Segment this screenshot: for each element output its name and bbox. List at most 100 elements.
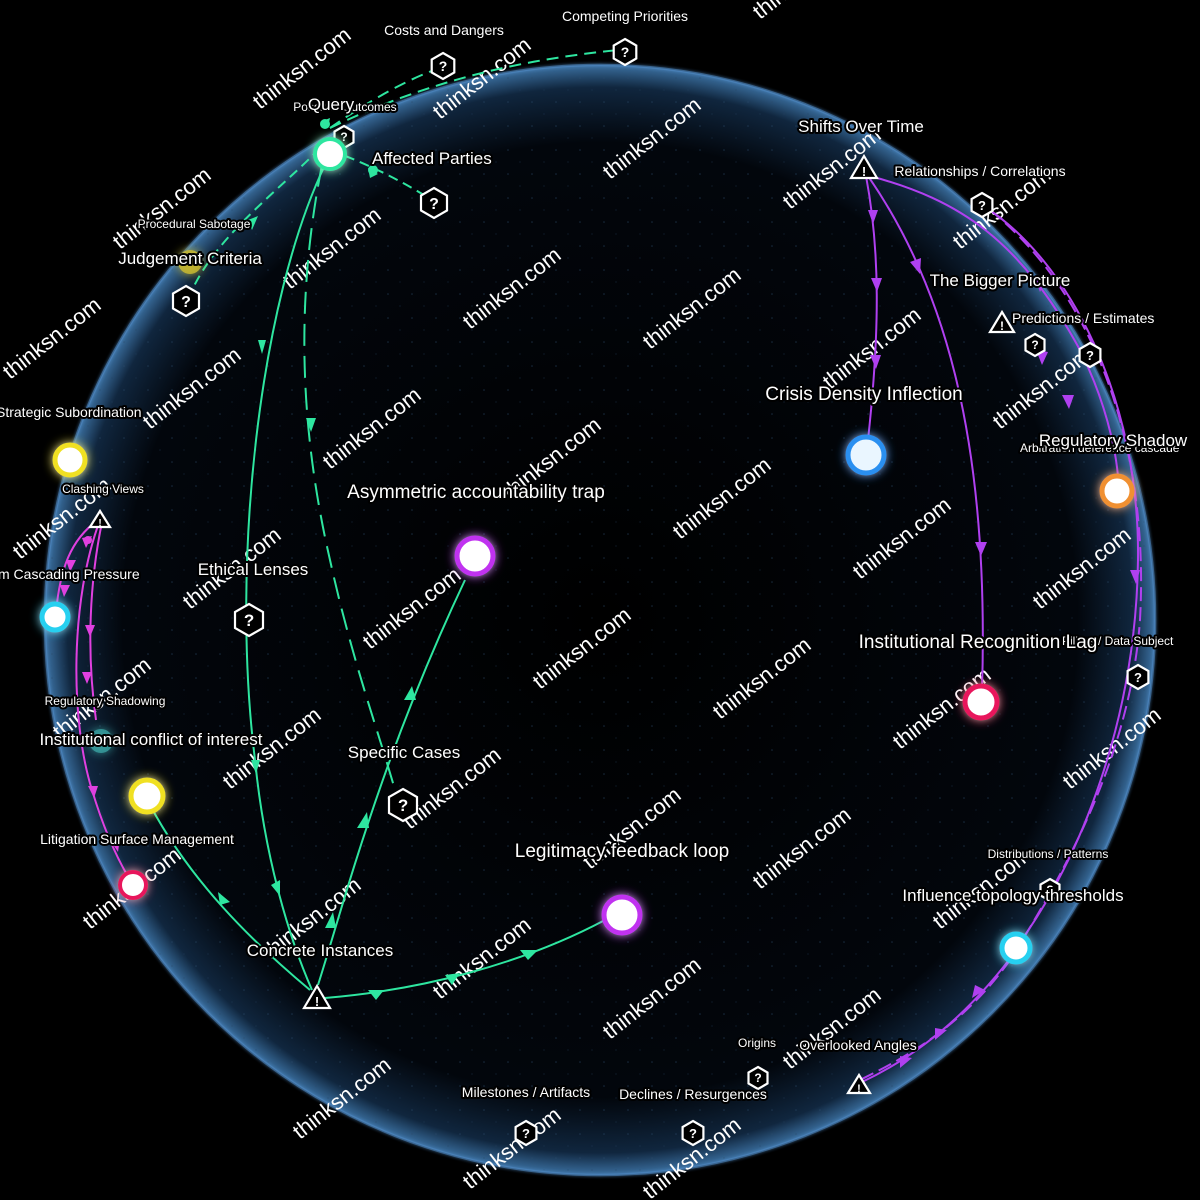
arrow-marker bbox=[258, 340, 266, 354]
arrow-marker bbox=[935, 1028, 947, 1040]
link-query-costs bbox=[329, 67, 441, 129]
question-hexagon-icon[interactable]: ? bbox=[681, 1119, 705, 1147]
question-glyph: ? bbox=[1134, 670, 1142, 685]
question-hexagon-icon[interactable]: ? bbox=[233, 602, 265, 638]
warning-glyph: ! bbox=[857, 1083, 861, 1095]
node-institutional-conflict[interactable] bbox=[128, 777, 166, 815]
question-glyph: ? bbox=[1046, 883, 1053, 897]
question-glyph: ? bbox=[181, 294, 191, 311]
question-hexagon-icon[interactable]: ? bbox=[514, 1119, 538, 1147]
warning-triangle-icon[interactable]: ! bbox=[849, 153, 879, 180]
question-glyph: ? bbox=[1086, 348, 1094, 363]
arrow-marker bbox=[85, 625, 95, 637]
node-litigation-surface[interactable] bbox=[118, 870, 148, 900]
arrow-marker bbox=[404, 686, 416, 700]
question-hexagon-icon[interactable]: ? bbox=[747, 1065, 769, 1091]
node-query[interactable] bbox=[313, 137, 347, 171]
connector-dot bbox=[84, 536, 92, 544]
label-predictions-estimates: Predictions / Estimates bbox=[1012, 310, 1154, 326]
label-regulatory-shadow: Regulatory Shadow bbox=[1039, 431, 1188, 450]
node-regulatory-shadowing[interactable] bbox=[89, 729, 113, 753]
arrow-marker bbox=[110, 838, 120, 852]
label-procedural-sabotage: Procedural Sabotage bbox=[138, 217, 251, 231]
link-concrete-legit bbox=[324, 919, 606, 999]
link-concrete-asym bbox=[317, 579, 466, 986]
question-glyph: ? bbox=[1031, 338, 1038, 352]
node-regulatory-shadow[interactable] bbox=[1099, 473, 1135, 509]
label-declines-resurgences: Declines / Resurgences bbox=[619, 1086, 767, 1102]
warning-glyph: ! bbox=[315, 994, 319, 1009]
label-costs-and-dangers: Costs and Dangers bbox=[384, 22, 504, 38]
insight-nodes[interactable] bbox=[39, 137, 1135, 965]
label-milestones-artifacts: Milestones / Artifacts bbox=[462, 1084, 590, 1100]
link-rel-influence-2 bbox=[859, 209, 1143, 1081]
question-hexagon-icon[interactable]: ? bbox=[171, 284, 201, 318]
node-institutional-lag[interactable] bbox=[962, 683, 1000, 721]
question-hexagon-icon[interactable]: ? bbox=[430, 51, 456, 81]
arrow-marker bbox=[870, 355, 881, 369]
warning-triangle-icon[interactable]: ! bbox=[988, 309, 1016, 334]
arrow-marker bbox=[271, 880, 280, 896]
label-pillars-data-subject: Pillars / Data Subject bbox=[1062, 634, 1174, 648]
node-influence-topology[interactable] bbox=[999, 931, 1033, 965]
link-clash-litig bbox=[75, 519, 131, 881]
node-cascading-pressure[interactable] bbox=[39, 601, 71, 633]
label-litigation-surface: Litigation Surface Management bbox=[40, 831, 234, 847]
warning-icons[interactable]: ! ! ! ! ! bbox=[88, 153, 1016, 1095]
label-cascading-pressure: m Cascading Pressure bbox=[0, 566, 140, 582]
question-glyph: ? bbox=[439, 58, 448, 74]
label-query: Query bbox=[308, 95, 355, 114]
question-hexagon-icon[interactable]: ? bbox=[1024, 332, 1046, 358]
arrow-marker bbox=[60, 585, 70, 597]
warning-glyph: ! bbox=[98, 518, 101, 529]
arrow-marker bbox=[66, 560, 76, 572]
arrow-marker bbox=[82, 672, 92, 684]
question-glyph: ? bbox=[429, 196, 439, 213]
arrow-marker bbox=[325, 912, 336, 928]
question-hexagon-icon[interactable]: ? bbox=[1126, 663, 1150, 691]
question-hexagon-icon[interactable]: ? bbox=[387, 787, 419, 823]
arrow-marker bbox=[975, 542, 987, 556]
node-crisis-density[interactable] bbox=[845, 434, 887, 476]
link-query-specific bbox=[303, 164, 396, 791]
arrow-marker bbox=[218, 892, 230, 905]
green-arrow-layer bbox=[218, 118, 538, 1000]
question-hexagon-icon[interactable]: ? bbox=[419, 186, 449, 220]
warning-triangle-icon[interactable]: ! bbox=[88, 508, 112, 529]
arrow-marker bbox=[357, 812, 369, 828]
question-glyph: ? bbox=[398, 796, 408, 815]
arrow-marker bbox=[88, 786, 98, 798]
arrow-marker bbox=[1062, 395, 1074, 409]
label-regulatory-shadowing: Regulatory Shadowing bbox=[45, 694, 166, 708]
link-shifts-crisis bbox=[865, 175, 878, 441]
label-asymmetric-trap: Asymmetric accountability trap bbox=[347, 482, 605, 503]
watermark: thinksn.com bbox=[0, 292, 106, 384]
question-hexagon-icon[interactable]: ? bbox=[1039, 877, 1061, 903]
node-asymmetric-trap[interactable] bbox=[454, 535, 496, 577]
question-glyph: ? bbox=[340, 130, 347, 144]
insight-labels: Asymmetric accountability trap Legitimac… bbox=[37, 382, 1189, 907]
label-institutional-lag: Institutional Recognition Lag bbox=[859, 632, 1098, 653]
node-judgement[interactable] bbox=[178, 250, 202, 274]
question-glyph: ? bbox=[689, 1126, 697, 1141]
connector-dots bbox=[84, 119, 378, 544]
arrow-marker bbox=[251, 760, 260, 774]
label-ethical-lenses: Ethical Lenses bbox=[198, 560, 309, 579]
arrow-marker bbox=[871, 278, 882, 292]
arrow-marker bbox=[972, 985, 985, 998]
question-hexagon-icon[interactable]: ? bbox=[612, 37, 638, 67]
label-competing-priorities: Competing Priorities bbox=[562, 8, 688, 24]
arrow-marker bbox=[868, 210, 878, 224]
arrow-marker bbox=[445, 973, 460, 985]
arrow-marker bbox=[900, 1056, 912, 1068]
arrow-marker bbox=[306, 418, 316, 432]
warning-triangle-icon[interactable]: ! bbox=[846, 1072, 872, 1095]
label-overlooked-angles: Overlooked Angles bbox=[799, 1037, 917, 1053]
watermark: thinksn.com bbox=[748, 0, 856, 24]
node-strategic-subordination[interactable] bbox=[52, 442, 88, 478]
warning-triangle-icon[interactable]: ! bbox=[302, 983, 332, 1010]
question-hexagon-icon[interactable]: ? bbox=[970, 191, 994, 219]
label-judgement-criteria: Judgement Criteria bbox=[118, 249, 262, 268]
question-hexagon-icon[interactable]: ? bbox=[1078, 341, 1102, 369]
node-legitimacy-loop[interactable] bbox=[601, 894, 643, 936]
